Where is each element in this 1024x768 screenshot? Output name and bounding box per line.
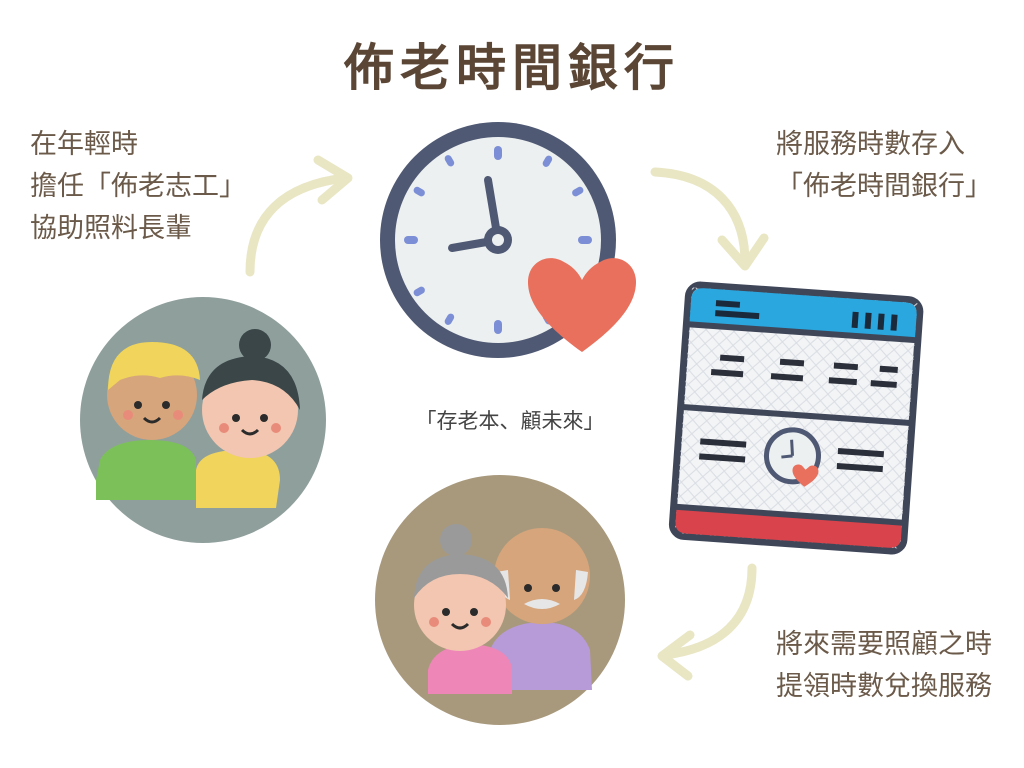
young-volunteers-icon: [80, 297, 326, 543]
caption-line: 將來需要照顧之時: [776, 629, 992, 660]
passbook-icon: [668, 281, 924, 555]
clock-heart-icon: [380, 122, 636, 358]
caption-line: 提領時數兌換服務: [776, 671, 992, 702]
step-redeem-caption: 將來需要照顧之時 提領時數兌換服務: [776, 624, 992, 708]
caption-line: 「佈老時間銀行」: [776, 171, 992, 202]
caption-line: 擔任「佈老志工」: [30, 171, 246, 202]
curved-arrow-icon: [650, 167, 769, 271]
page-title: 佈老時間銀行: [344, 38, 680, 97]
step-volunteer-caption: 在年輕時 擔任「佈老志工」 協助照料長輩: [30, 124, 246, 250]
elderly-couple-icon: [375, 475, 625, 725]
step-deposit-caption: 將服務時數存入 「佈老時間銀行」: [776, 124, 992, 208]
caption-line: 協助照料長輩: [30, 213, 192, 244]
curved-arrow-icon: [657, 563, 757, 681]
curved-arrow-icon: [245, 155, 353, 277]
motto-text: 「存老本、顧未來」: [415, 409, 605, 433]
caption-line: 將服務時數存入: [776, 129, 965, 160]
caption-line: 在年輕時: [30, 129, 138, 160]
